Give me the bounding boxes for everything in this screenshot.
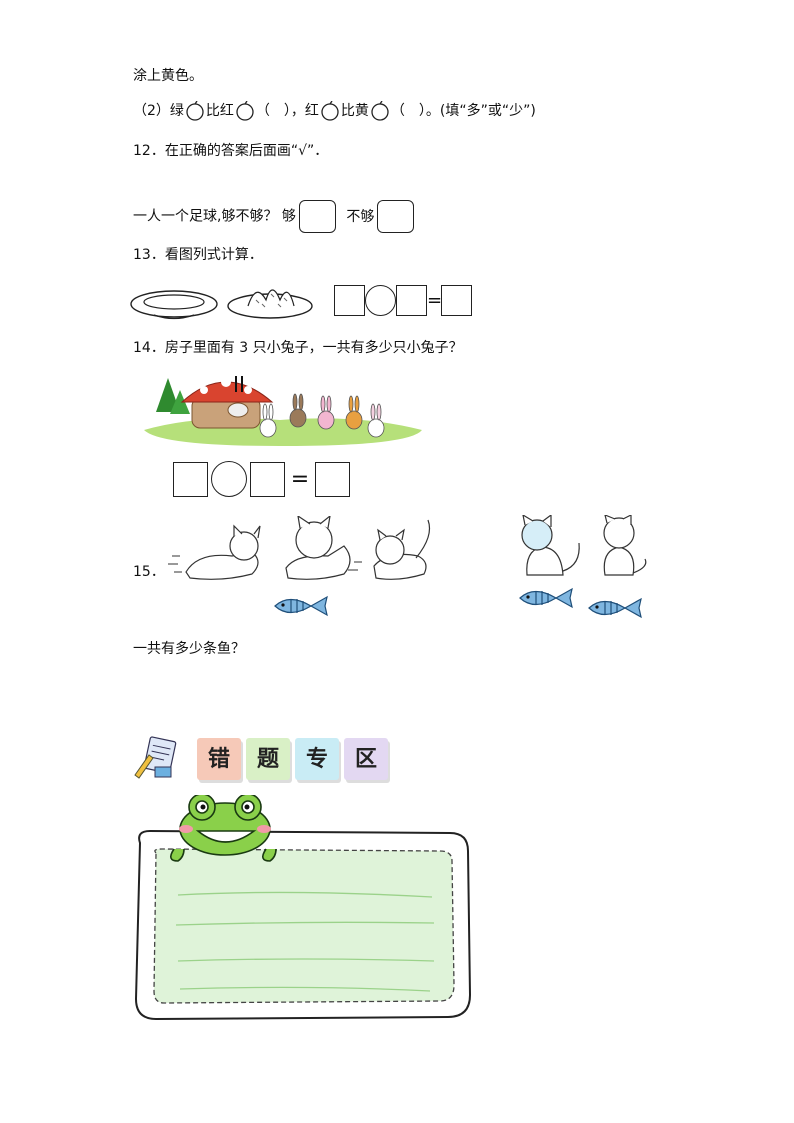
sitting-cats-image [521,515,647,576]
apple-icon [321,101,339,121]
frog-icon [170,795,277,862]
q13-title: 13．看图列式计算． [133,247,263,263]
equals-sign: = [427,290,443,311]
empty-plate-image [130,290,218,320]
plate-with-fruit-image [227,289,313,319]
note-box-fill [153,848,455,1004]
banner-tile-2: 题 [246,738,290,780]
q12-yes-checkbox[interactable] [298,200,336,233]
q11-line1: 涂上黄色。 [133,68,203,84]
q13-number-box-1[interactable] [334,285,365,316]
fish-icon [274,595,328,617]
q13-operator-circle[interactable] [365,285,396,316]
q15-question: 一共有多少条鱼？ [133,641,245,657]
q14-number-box-2[interactable] [250,461,285,497]
fish-icon [588,597,642,619]
q12-question-line: 一人一个足球,够不够？ 够 不够 [133,200,415,234]
q12-title: 12．在正确的答案后面画“√”． [133,143,329,159]
q11-answer-blank-1[interactable]: （ ），红 [255,103,319,119]
running-cats-image [168,516,431,580]
q11-compare-line: （2）绿 比红 （ ），红 比黄 （ ）。(填“多”或“少”) [133,101,536,121]
q14-result-box[interactable] [315,461,350,497]
q11-part2: 比红 [205,103,234,119]
q11-answer-blank-2[interactable]: （ ）。(填“多”或“少”) [390,103,536,119]
apple-icon [371,101,389,121]
q12-no-checkbox[interactable] [377,200,415,233]
mushroom-house-rabbits-image [144,376,422,446]
note-line [177,958,435,962]
frog-note-box [134,795,472,1021]
q12-option-no: 不够 [346,208,375,225]
q12-question: 一人一个足球,够不够？ [133,208,278,225]
note-line [177,891,433,898]
q15-number: 15． [133,564,165,580]
notebook-pencil-icon [134,736,177,779]
note-line [179,986,431,992]
q14-equation: = [173,461,350,497]
q14-operator-circle[interactable] [211,461,247,497]
banner-tile-4: 区 [344,738,388,780]
q14-number-box-1[interactable] [173,461,208,497]
note-line [175,921,435,926]
q13-number-box-2[interactable] [396,285,427,316]
banner-tile-3: 专 [295,738,339,780]
q14-title: 14．房子里面有 3 只小兔子，一共有多少只小兔子？ [133,340,463,356]
q11-part4: 比黄 [340,103,369,119]
apple-icon [186,101,204,121]
equals-sign: = [290,466,310,492]
banner-tile-1: 错 [197,738,241,780]
q11-part1: （2）绿 [133,103,184,119]
apple-icon [236,101,254,121]
q12-option-yes: 够 [281,208,296,225]
q13-result-box[interactable] [441,285,472,316]
fish-icon [519,587,573,609]
q13-equation: = [334,285,472,317]
